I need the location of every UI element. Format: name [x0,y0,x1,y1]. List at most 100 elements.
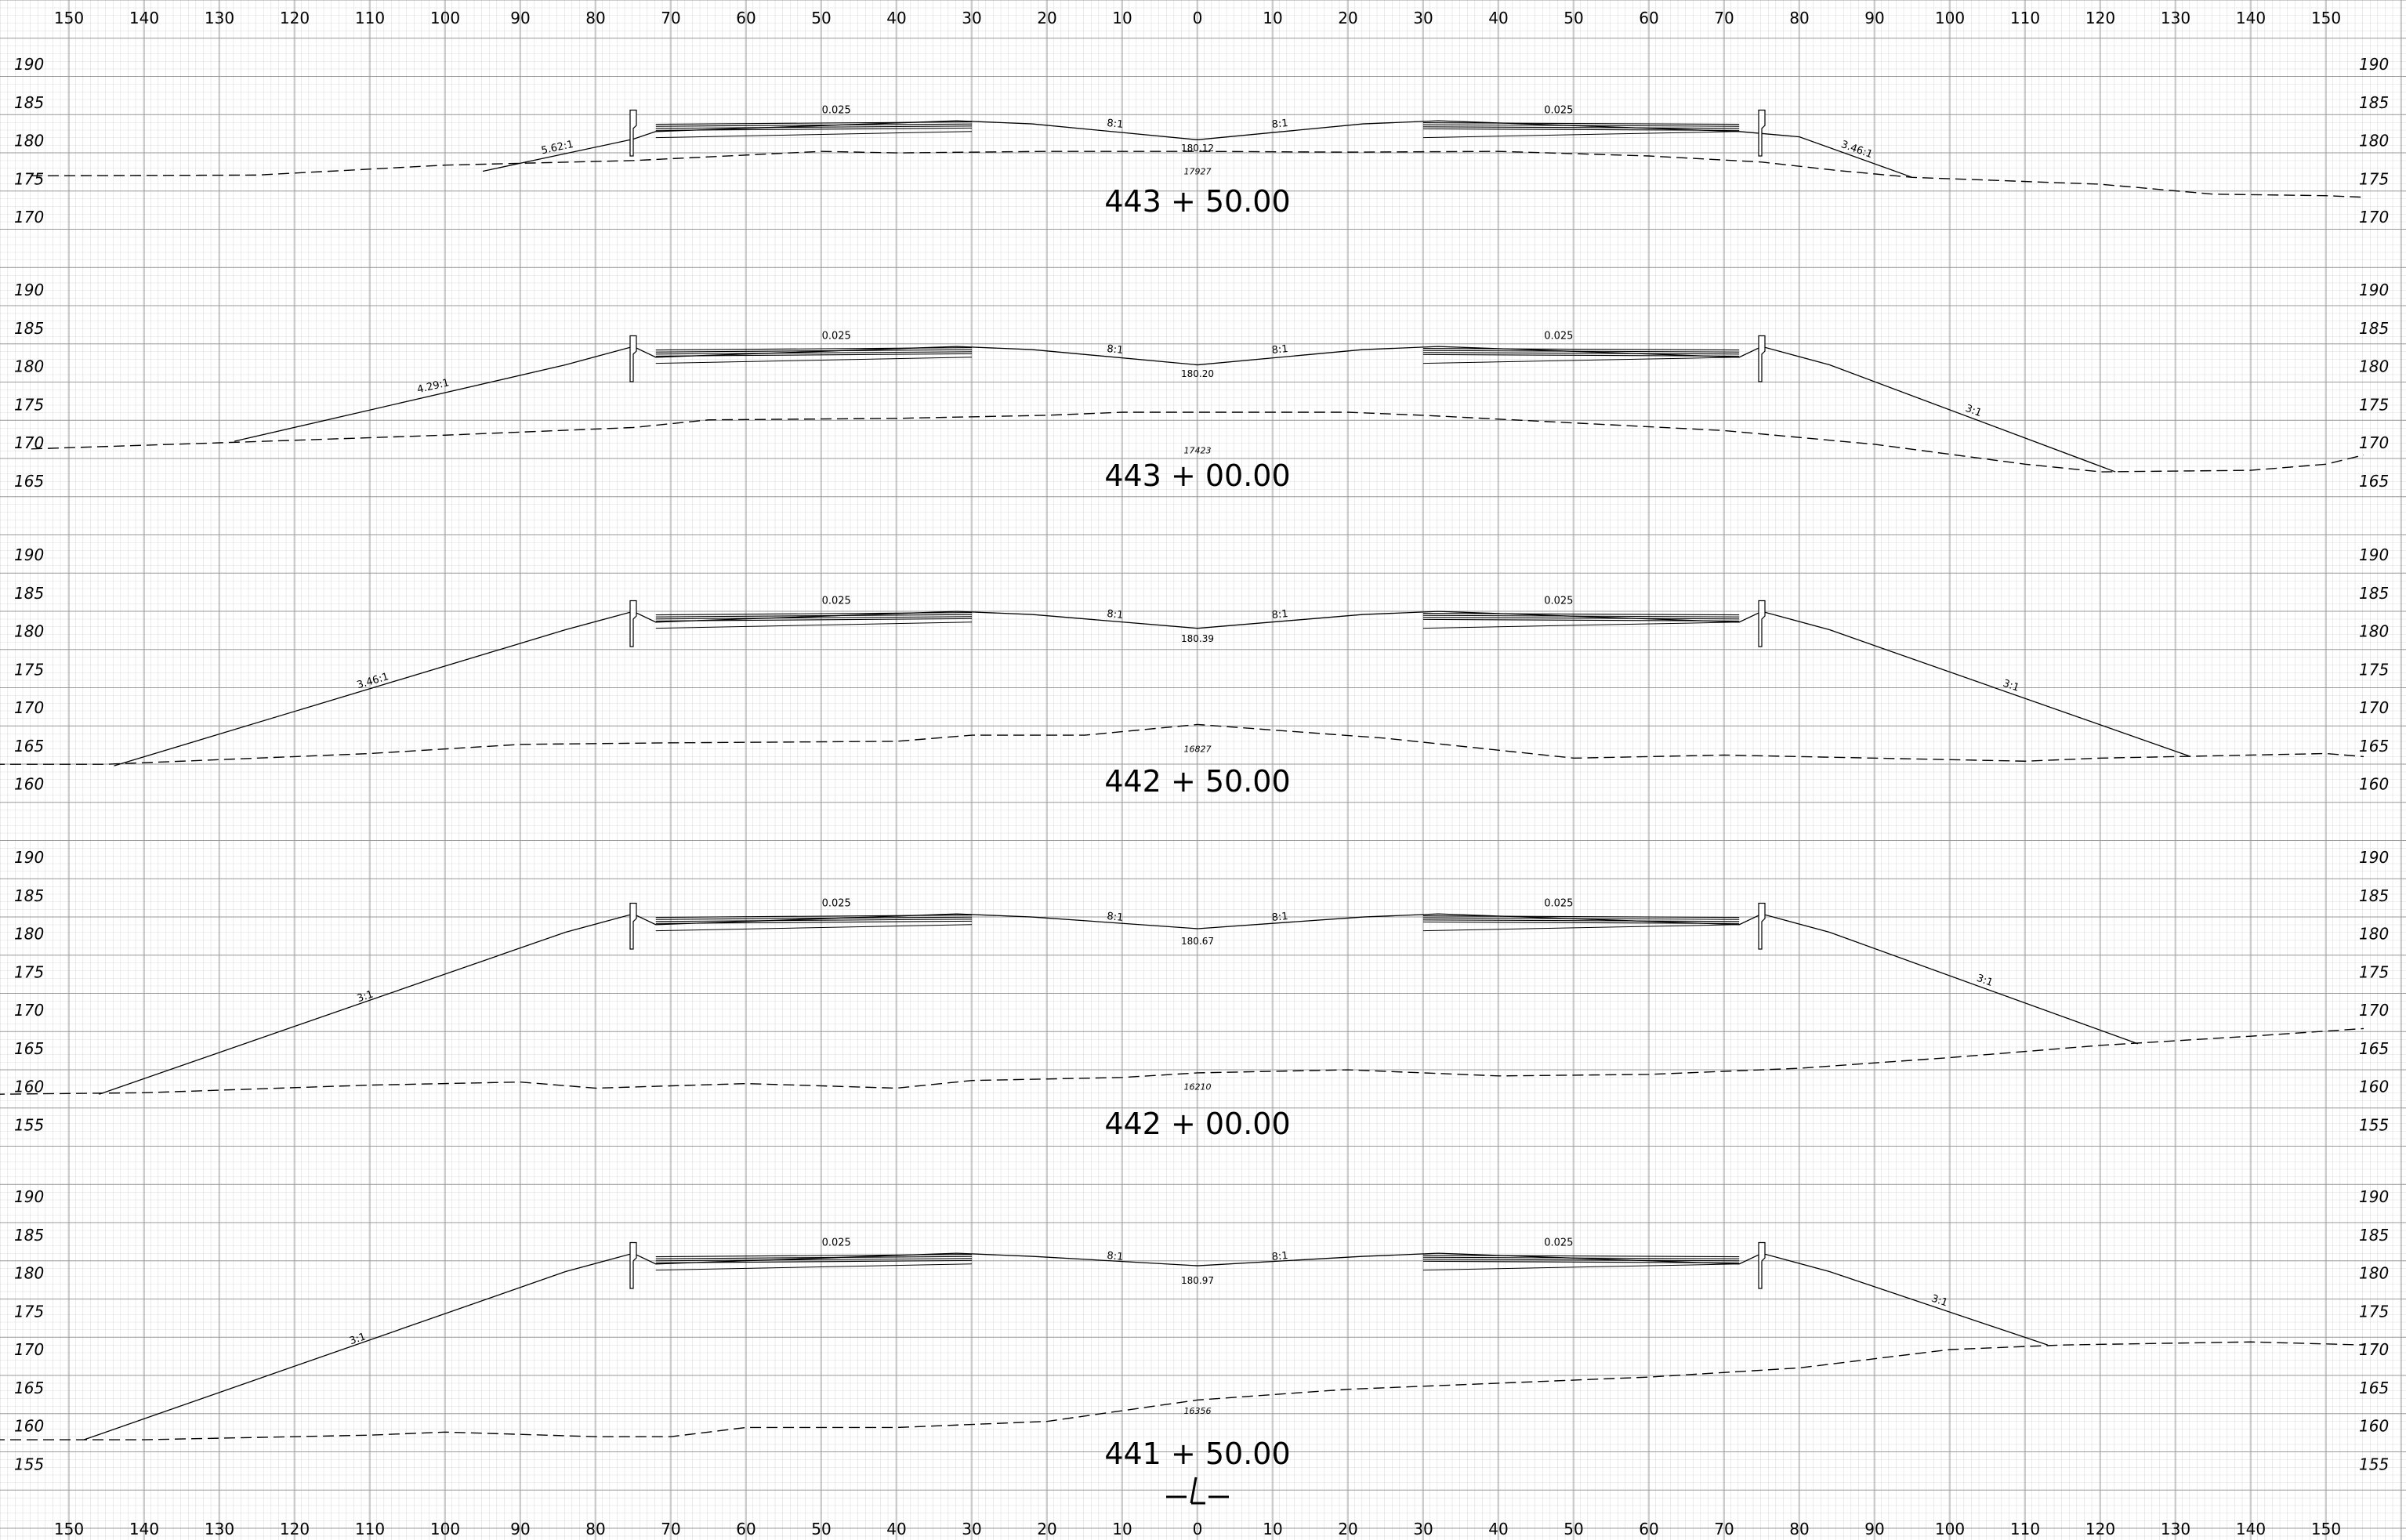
offset-label: 40 [1488,1520,1508,1538]
elevation-label: 170 [2359,433,2389,452]
elevation-label: 155 [2359,1115,2389,1134]
subgrade-line [1422,131,1740,139]
pavement-layer [655,347,973,351]
elevation-label: 175 [14,395,44,414]
elevation-label: 190 [14,1187,44,1206]
offset-label: 150 [2311,1520,2341,1538]
elevation-label: 180 [2359,132,2389,150]
existing-ground-line [0,1341,2364,1440]
elevation-label: 165 [2359,1039,2389,1058]
elevation-label: 185 [2359,886,2389,905]
offset-label: 130 [205,9,234,27]
offset-label: 130 [2161,9,2190,27]
cross-slope-label: 0.025 [1544,104,1573,116]
elevation-label: 175 [2359,660,2389,679]
elevation-label: 180 [2359,1264,2389,1283]
ditch-slope-label: 8:1 [1107,343,1124,357]
cross-slope-label: 0.025 [822,330,851,342]
offset-label: 100 [1935,1520,1965,1538]
pavement-layer [1422,126,1740,129]
offset-label: 0 [1193,9,1203,27]
pavement-layer [1422,1260,1740,1263]
subgrade-line [1422,621,1740,629]
offset-label: 10 [1112,1520,1132,1538]
ditch-slope-label: 8:1 [1107,118,1124,131]
offset-label: 20 [1037,1520,1056,1538]
subgrade-line [1422,924,1740,932]
subgrade-line [655,924,973,932]
existing-ground-line [31,150,2364,198]
cross-slope-label: 0.025 [1544,595,1573,607]
station-label: 443 + 00.00 [1104,458,1290,493]
ground-elevation: 17927 [1184,166,1212,176]
elevation-label: 185 [2359,93,2389,112]
pavement-layer [655,616,973,620]
pavement-layer [1422,1259,1740,1262]
cross-slope-label: 0.025 [822,897,851,909]
offset-label: 60 [736,9,755,27]
centerline-elevation: 180.39 [1181,633,1214,644]
elevation-label: 190 [2359,848,2389,867]
offset-label: 110 [2010,9,2040,27]
subgrade-line [655,131,973,139]
elevation-label: 175 [2359,395,2389,414]
pavement-layer [1422,1255,1740,1258]
offset-label: 150 [54,1520,84,1538]
elevation-label: 185 [14,584,44,603]
centerline-elevation: 180.12 [1181,143,1214,154]
curb-barrier [629,600,637,647]
elevation-label: 155 [2359,1455,2389,1473]
elevation-label: 160 [2359,1417,2389,1436]
pavement-layer [1422,613,1740,616]
offset-label: 110 [355,1520,385,1538]
ditch-slope-label: 8:1 [1271,343,1288,357]
offset-label: 30 [1413,1520,1433,1538]
offset-label: 70 [1714,9,1734,27]
elevation-label: 190 [2359,1187,2389,1206]
elevation-label: 170 [2359,1001,2389,1020]
elevation-label: 160 [14,1078,44,1096]
pavement-layer [1422,352,1740,355]
centerline-elevation: 180.20 [1181,368,1214,379]
elevation-label: 165 [14,737,44,756]
offset-label: 90 [1864,9,1884,27]
elevation-label: 180 [14,1264,44,1283]
side-slope-label: 3:1 [1964,403,1984,419]
elevation-label: 180 [2359,357,2389,376]
elevation-label: 185 [14,93,44,112]
elevation-label: 170 [14,433,44,452]
elevation-label: 165 [2359,1379,2389,1397]
offset-label: 90 [510,1520,530,1538]
ground-elevation: 16827 [1184,745,1212,755]
elevation-label: 175 [14,962,44,981]
offset-label: 100 [1935,9,1965,27]
elevation-label: 180 [14,925,44,944]
subgrade-line [655,621,973,629]
offset-label: 70 [661,1520,680,1538]
existing-ground-line [0,1027,2364,1095]
ditch-slope-label: 8:1 [1107,608,1124,621]
station-label: 442 + 50.00 [1104,764,1290,799]
elevation-label: 160 [2359,775,2389,794]
elevation-label: 160 [2359,1078,2389,1096]
offset-label: 130 [205,1520,234,1538]
curb-barrier [1758,1241,1766,1289]
elevation-label: 175 [14,169,44,188]
elevation-label: 180 [2359,925,2389,944]
elevation-label: 185 [14,319,44,338]
elevation-label: 170 [14,1001,44,1020]
elevation-label: 190 [2359,281,2389,299]
station-label: 442 + 00.00 [1104,1107,1290,1141]
offset-label: 30 [1413,9,1433,27]
offset-label: 40 [886,1520,906,1538]
cross-slope-label: 0.025 [1544,330,1573,342]
elevation-label: 180 [2359,622,2389,641]
elevation-label: 180 [14,622,44,641]
pavement-layer [1422,919,1740,922]
offset-label: 150 [54,9,84,27]
cross-slope-label: 0.025 [1544,897,1573,909]
